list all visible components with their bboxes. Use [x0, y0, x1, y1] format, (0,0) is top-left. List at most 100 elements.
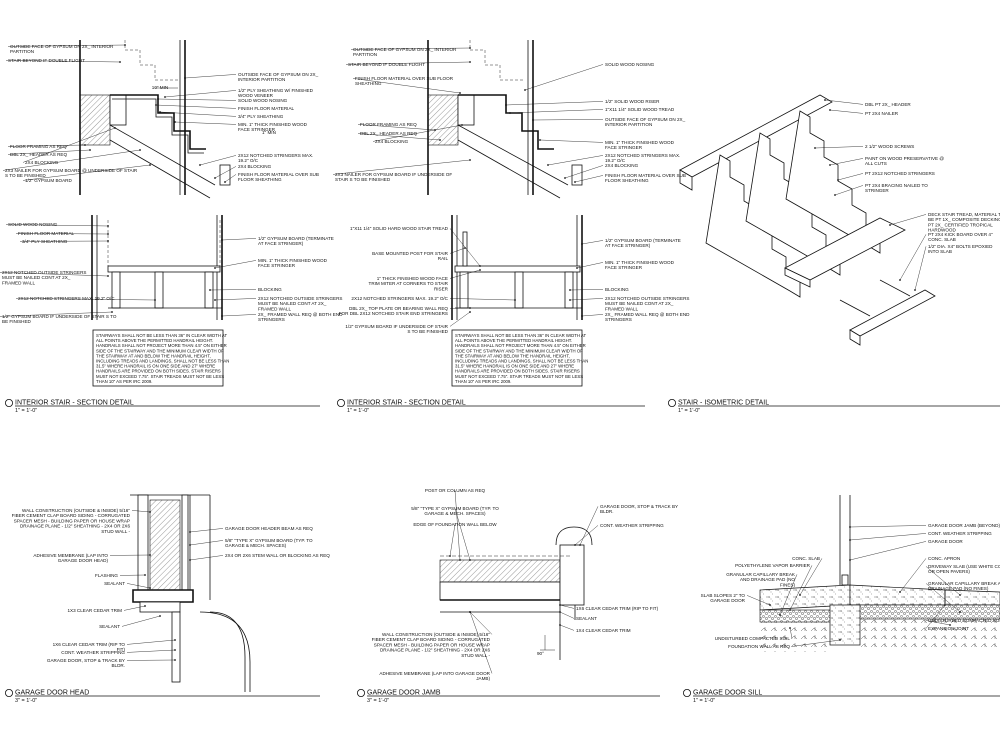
- callout-e5: CONT. WEATHER STRIPPING: [600, 523, 664, 528]
- leader-dot: [469, 47, 471, 49]
- leader-line: [925, 620, 951, 626]
- leader-line: [925, 604, 946, 629]
- leader-dot: [469, 159, 471, 161]
- leader-line: [0, 272, 109, 277]
- callout-e6: 1x6 CLEAR CEDAR TRIM (RIP TO FIT): [576, 606, 659, 611]
- leader-dot: [189, 531, 191, 533]
- leader-line: [564, 165, 604, 179]
- leader-line: [214, 260, 257, 269]
- leader-line: [849, 541, 927, 561]
- leader-dot: [569, 289, 571, 291]
- leader-line: [574, 525, 599, 546]
- leader-line: [849, 525, 927, 528]
- callout-b11: 2x4 BLOCKING: [375, 139, 409, 144]
- callout-a25: BLOCKING: [258, 287, 282, 292]
- leader-dot: [139, 149, 141, 151]
- callout-d10: GARAGE DOOR HEADER BEAM AS REQ: [225, 526, 313, 531]
- leader-line: [925, 566, 961, 596]
- leader-line: [357, 124, 436, 131]
- leader-line: [454, 508, 471, 561]
- detail-title: INTERIOR STAIR - SECTION DETAIL: [15, 400, 134, 407]
- leader-dot: [959, 611, 961, 613]
- leader-line: [221, 314, 257, 317]
- leader-dot: [114, 127, 116, 129]
- leader-line: [559, 604, 575, 609]
- leader-line: [569, 298, 604, 301]
- leader-line: [22, 164, 151, 181]
- leader-dot: [505, 104, 507, 106]
- leader-dot: [189, 559, 191, 561]
- callout-a19: 3/4" PLY SHEATHING: [22, 239, 68, 244]
- detail-title: INTERIOR STAIR - SECTION DETAIL: [347, 400, 466, 407]
- leader-line: [746, 595, 771, 606]
- callout-a5: SOLID WOOD NOSING: [238, 98, 288, 103]
- callout-b13: 2x12 NOTCHED STRINGERS MAX.19.2" O/C: [605, 153, 680, 163]
- leader-dot: [829, 109, 831, 111]
- leader-dot: [159, 615, 161, 617]
- leader-line: [559, 611, 575, 619]
- leader-line: [7, 149, 91, 155]
- callout-a12: 2x3 NAILER FOR GYPSUM BOARD @ UNDERSIDE …: [5, 168, 138, 178]
- leader-line: [214, 298, 257, 301]
- leader-line: [524, 64, 604, 91]
- leader-line: [914, 246, 927, 291]
- callout-b24: BLOCKING: [605, 287, 629, 292]
- detail-garage-door-jamb: [439, 526, 593, 660]
- leader-line: [123, 605, 146, 611]
- detail-marker-icon: [5, 398, 13, 407]
- callout-e7: SEALANT: [576, 616, 597, 621]
- leader-line: [15, 298, 156, 301]
- callout-f8: CONC. APRON: [928, 556, 960, 561]
- leader-dot: [224, 181, 226, 183]
- leader-dot: [209, 289, 211, 291]
- detail-marker-icon: [683, 689, 692, 698]
- stair-profile-2: [427, 40, 583, 199]
- callout-dim2: 1" MIN: [262, 130, 276, 135]
- leader-dot: [899, 591, 901, 593]
- callout-c2: PT 2x4 NAILER: [865, 111, 899, 116]
- leader-dot: [107, 240, 109, 242]
- leader-line: [372, 124, 463, 142]
- callout-f12: FOUNDATION WALL AS REQ: [728, 644, 790, 649]
- leader-dot: [789, 609, 791, 611]
- leader-dot: [159, 111, 161, 113]
- leader-line: [332, 159, 471, 175]
- detail-scale: 1" = 1'-0": [693, 698, 715, 704]
- leader-line: [174, 121, 237, 125]
- leader-line: [189, 555, 224, 561]
- leader-dot: [849, 539, 851, 541]
- leader-dot: [849, 526, 851, 528]
- leader-dot: [769, 604, 771, 606]
- callout-b10: DBL 2x_ HEADER AS REQ: [360, 131, 417, 136]
- leader-dot: [107, 225, 109, 227]
- leader-dot: [144, 605, 146, 607]
- leader-dot: [164, 96, 166, 98]
- leader-dot: [574, 181, 576, 183]
- leader-dot: [111, 311, 113, 313]
- leader-line: [15, 233, 109, 235]
- leader-line: [449, 298, 516, 301]
- leader-dot: [174, 649, 176, 651]
- leader-dot: [124, 44, 126, 46]
- leader-line: [569, 289, 604, 291]
- leader-line: [824, 99, 864, 105]
- callout-e8: 1x4 CLEAR CEDAR TRIM: [576, 628, 631, 633]
- callout-a2: STAIR BEYOND IF DOUBLE FLIGHT: [8, 58, 85, 63]
- isometric-stair-drawing: [679, 94, 936, 346]
- leader-line: [22, 127, 116, 163]
